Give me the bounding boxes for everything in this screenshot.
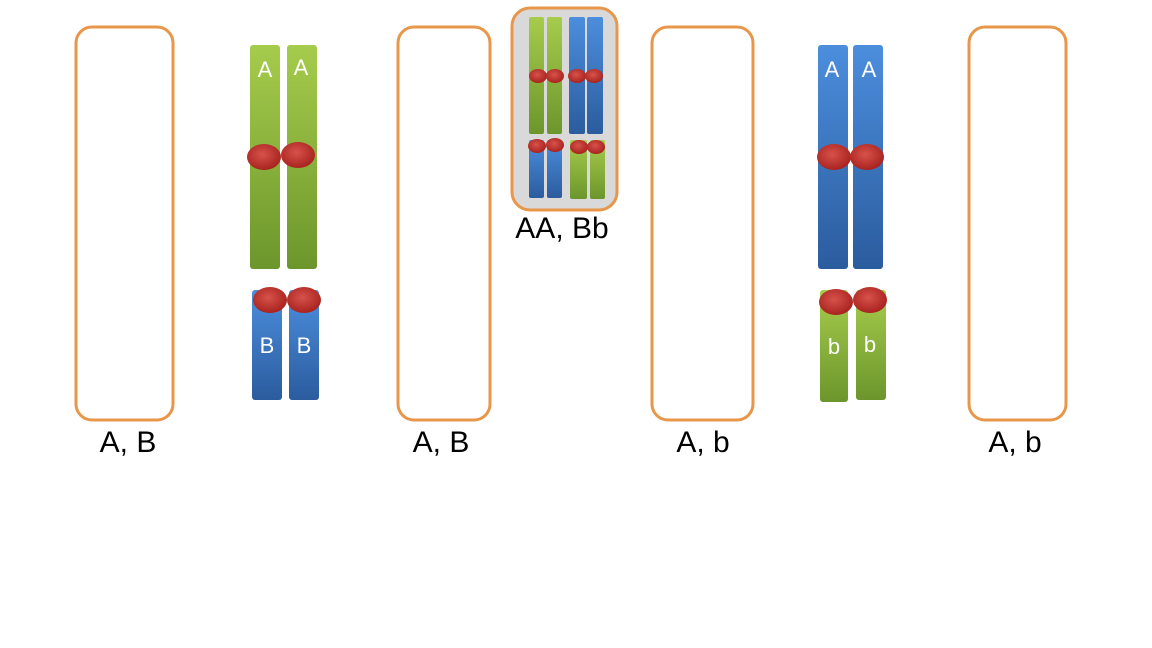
allele-label: b: [828, 334, 840, 359]
cell-1: [76, 27, 173, 420]
centromere: [281, 142, 315, 168]
allele-label: b: [864, 332, 876, 357]
summary-thumbnail-label: AA, Bb: [515, 212, 608, 245]
centromere: [853, 287, 887, 313]
mini-centromere: [529, 69, 547, 83]
cell-4: [969, 27, 1066, 420]
summary-thumbnail: [512, 8, 617, 210]
allele-label: A: [258, 57, 273, 82]
mini-centromere: [546, 138, 564, 152]
cell-2: [398, 27, 490, 420]
centromere: [287, 287, 321, 313]
allele-label: B: [260, 333, 275, 358]
mini-centromere: [568, 69, 586, 83]
allele-label: B: [297, 333, 312, 358]
centromere: [850, 144, 884, 170]
centromere: [819, 289, 853, 315]
cell-1-label: A, B: [100, 426, 157, 459]
chromosome-pair-green-b: b b: [819, 287, 887, 402]
mini-centromere: [528, 139, 546, 153]
centromere: [247, 144, 281, 170]
chromosome-pair-green-A: A A: [247, 45, 317, 269]
mini-centromere: [587, 140, 605, 154]
cell-2-label: A, B: [413, 426, 470, 459]
centromere: [253, 287, 287, 313]
cell-3: [652, 27, 753, 420]
allele-label: A: [294, 55, 309, 80]
mini-centromere: [585, 69, 603, 83]
chromosome-pair-blue-A: A A: [817, 45, 884, 269]
allele-label: A: [825, 57, 840, 82]
centromere: [817, 144, 851, 170]
mini-centromere: [570, 140, 588, 154]
chromosome-pair-blue-B: B B: [252, 287, 321, 400]
allele-label: A: [862, 57, 877, 82]
mini-centromere: [546, 69, 564, 83]
cell-4-label: A, b: [988, 426, 1041, 459]
cell-3-label: A, b: [676, 426, 729, 459]
